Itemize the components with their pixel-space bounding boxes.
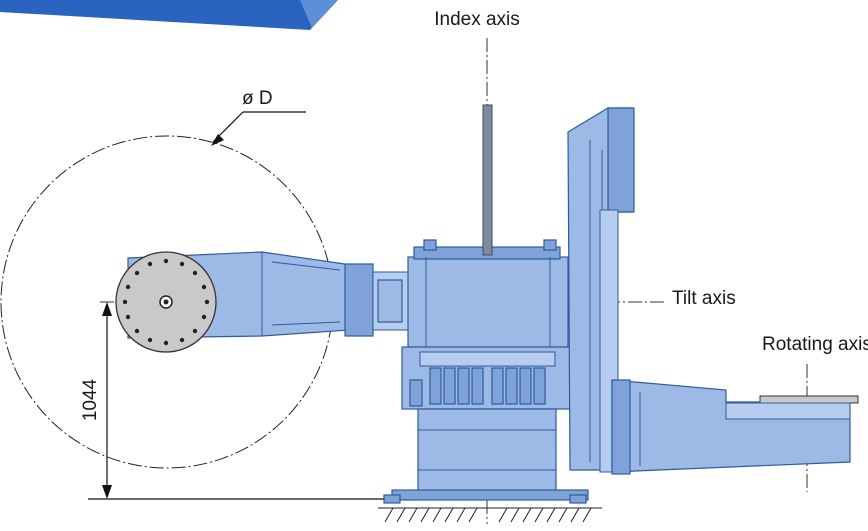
pedestal xyxy=(417,408,557,494)
drive-modules xyxy=(429,367,546,405)
ground-hatch xyxy=(378,507,602,523)
height-dimension-label: 1044 xyxy=(80,378,101,421)
faceplate-bolt-holes xyxy=(122,258,210,346)
index-shaft xyxy=(482,104,493,256)
diameter-label: ø D xyxy=(242,88,273,109)
rotating-axis-label: Rotating axis xyxy=(762,334,868,355)
base-plate xyxy=(391,489,589,501)
rotating-table-plate xyxy=(759,395,859,404)
central-body xyxy=(407,256,569,348)
rotating-table-arm xyxy=(611,379,851,473)
height-arrow-bottom xyxy=(102,485,112,499)
brand-banner xyxy=(0,0,338,30)
positioner-machine xyxy=(115,104,859,504)
height-arrow-top xyxy=(102,302,112,316)
arm-coupling xyxy=(344,263,374,337)
tilt-axis-label: Tilt axis xyxy=(672,288,736,309)
index-axis-label: Index axis xyxy=(434,9,520,30)
diameter-arrowhead xyxy=(211,134,224,146)
